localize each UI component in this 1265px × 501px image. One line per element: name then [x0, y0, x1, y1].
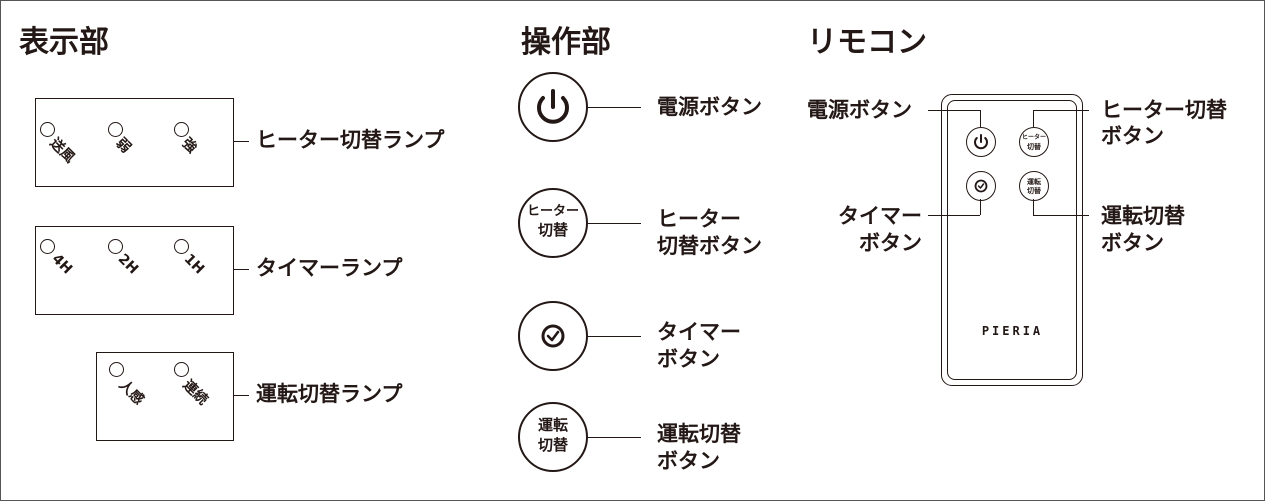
remote-mode-label-line2: ボタン — [1101, 231, 1164, 255]
heater-button-text-1: ヒーター — [526, 204, 579, 219]
remote-heater-button[interactable]: ヒーター 切替 — [1019, 127, 1049, 157]
mode-button-label-line1: 運転切替 — [657, 422, 741, 446]
remote-body-outer — [941, 94, 1083, 386]
clock-icon — [541, 324, 565, 348]
timer-lamp-1h-indicator — [174, 239, 189, 254]
mode-lamp-leader — [234, 395, 249, 396]
remote-timer-label-line2: ボタン — [859, 231, 922, 255]
mode-button-text-1: 運転 — [537, 416, 568, 434]
power-button[interactable] — [518, 72, 588, 142]
mode-lamp-sensor-label: 人感 — [115, 377, 147, 409]
heater-switch-button[interactable]: ヒーター 切替 — [518, 188, 588, 258]
remote-brand-logo: PIERIA — [981, 324, 1044, 338]
heater-lamp-fan-label: 送風 — [46, 135, 78, 167]
timer-lamp-2h-label: 2H — [114, 251, 142, 278]
timer-lamp-label: タイマーランプ — [256, 256, 403, 280]
mode-lamp-continuous-indicator — [174, 362, 189, 377]
mode-switch-button[interactable]: 運転 切替 — [518, 402, 588, 472]
remote-mode-text-2: 切替 — [1027, 187, 1041, 195]
remote-power-label: 電源ボタン — [807, 98, 912, 122]
power-icon — [537, 89, 569, 124]
remote-power-icon — [974, 134, 988, 150]
mode-lamp-panel: 人感 連続 — [96, 352, 234, 441]
remote-heater-leader-v — [1033, 110, 1034, 127]
remote-power-button[interactable] — [966, 127, 996, 157]
timer-button[interactable] — [518, 301, 588, 371]
heater-button-label-line1: ヒーター — [657, 207, 741, 231]
power-button-label: 電源ボタン — [657, 95, 762, 119]
remote-timer-label-line1: タイマー — [838, 204, 922, 228]
remote-timer-leader-h — [928, 215, 980, 216]
timer-lamp-panel: 4H 2H 1H — [35, 226, 234, 315]
heater-lamp-strong-indicator — [174, 122, 189, 137]
power-button-leader — [588, 107, 641, 108]
heater-button-label-line2: 切替ボタン — [657, 234, 762, 258]
timer-lamp-4h-label: 4H — [48, 251, 76, 278]
timer-lamp-leader — [234, 269, 249, 270]
mode-lamp-sensor-indicator — [109, 362, 124, 377]
remote-heater-leader-h — [1033, 110, 1089, 111]
mode-button-label-line2: ボタン — [657, 449, 720, 473]
remote-clock-icon — [974, 179, 988, 193]
timer-lamp-1h-label: 1H — [180, 251, 208, 278]
timer-lamp-4h-indicator — [40, 239, 55, 254]
operation-heading: 操作部 — [521, 25, 611, 60]
mode-lamp-continuous-label: 連続 — [179, 377, 211, 409]
mode-button-text-2: 切替 — [537, 436, 568, 454]
remote-heater-text-2: 切替 — [1027, 143, 1041, 151]
remote-mode-leader-v — [1033, 199, 1034, 215]
heater-lamp-panel: 送風 弱 強 — [35, 98, 234, 187]
timer-lamp-2h-indicator — [108, 239, 123, 254]
heater-lamp-fan-indicator — [40, 122, 55, 137]
mode-button-leader — [588, 437, 641, 438]
timer-button-label-line1: タイマー — [657, 320, 741, 344]
remote-power-leader-h — [928, 110, 980, 111]
display-heading: 表示部 — [19, 25, 109, 60]
remote-timer-button[interactable] — [966, 171, 996, 201]
remote-mode-leader-h — [1033, 215, 1089, 216]
remote-mode-button[interactable]: 運転 切替 — [1019, 171, 1049, 201]
heater-lamp-weak-indicator — [108, 122, 123, 137]
heater-lamp-label: ヒーター切替ランプ — [256, 128, 445, 152]
remote-timer-leader-v — [980, 199, 981, 215]
heater-button-text-2: 切替 — [537, 221, 568, 239]
remote-power-leader-v — [980, 110, 981, 127]
remote-mode-label-line1: 運転切替 — [1101, 204, 1185, 228]
remote-mode-text-1: 運転 — [1027, 178, 1041, 186]
timer-button-label-line2: ボタン — [657, 347, 720, 371]
heater-button-leader — [588, 223, 641, 224]
timer-button-leader — [588, 336, 641, 337]
remote-heater-label-line2: ボタン — [1101, 124, 1164, 148]
remote-body-inner — [947, 100, 1077, 380]
remote-heater-text-1: ヒーター — [1021, 134, 1046, 141]
remote-heater-label-line1: ヒーター切替 — [1101, 98, 1227, 122]
remote-heading: リモコン — [807, 25, 927, 60]
mode-lamp-label: 運転切替ランプ — [256, 382, 403, 406]
heater-lamp-leader — [234, 141, 249, 142]
